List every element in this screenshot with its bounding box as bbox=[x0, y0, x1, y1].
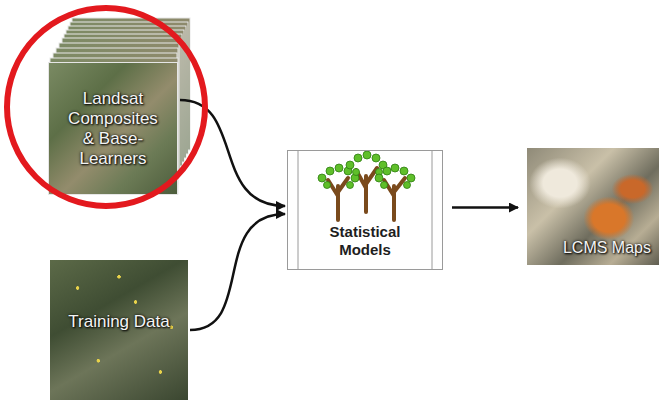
image-node: Landsat Composites & Base-Learners bbox=[48, 62, 178, 195]
model-box-rule bbox=[432, 150, 433, 270]
model-box-fill bbox=[287, 150, 443, 270]
flow-arrow bbox=[452, 206, 518, 209]
flow-arrow bbox=[190, 214, 285, 330]
process-box: Statistical Models bbox=[287, 150, 443, 270]
highlight-circle bbox=[7, 8, 205, 206]
node-label: Statistical Models bbox=[302, 223, 428, 259]
image-node: Training Data bbox=[50, 260, 188, 400]
node-label: LCMS Maps bbox=[563, 238, 651, 257]
model-box-rule bbox=[298, 150, 299, 270]
flow-arrow bbox=[180, 100, 285, 206]
image-node: LCMS Maps bbox=[527, 148, 659, 265]
tree-icon bbox=[318, 151, 415, 220]
node-label: Training Data bbox=[68, 312, 169, 332]
node-label: Landsat Composites & Base-Learners bbox=[61, 89, 165, 169]
